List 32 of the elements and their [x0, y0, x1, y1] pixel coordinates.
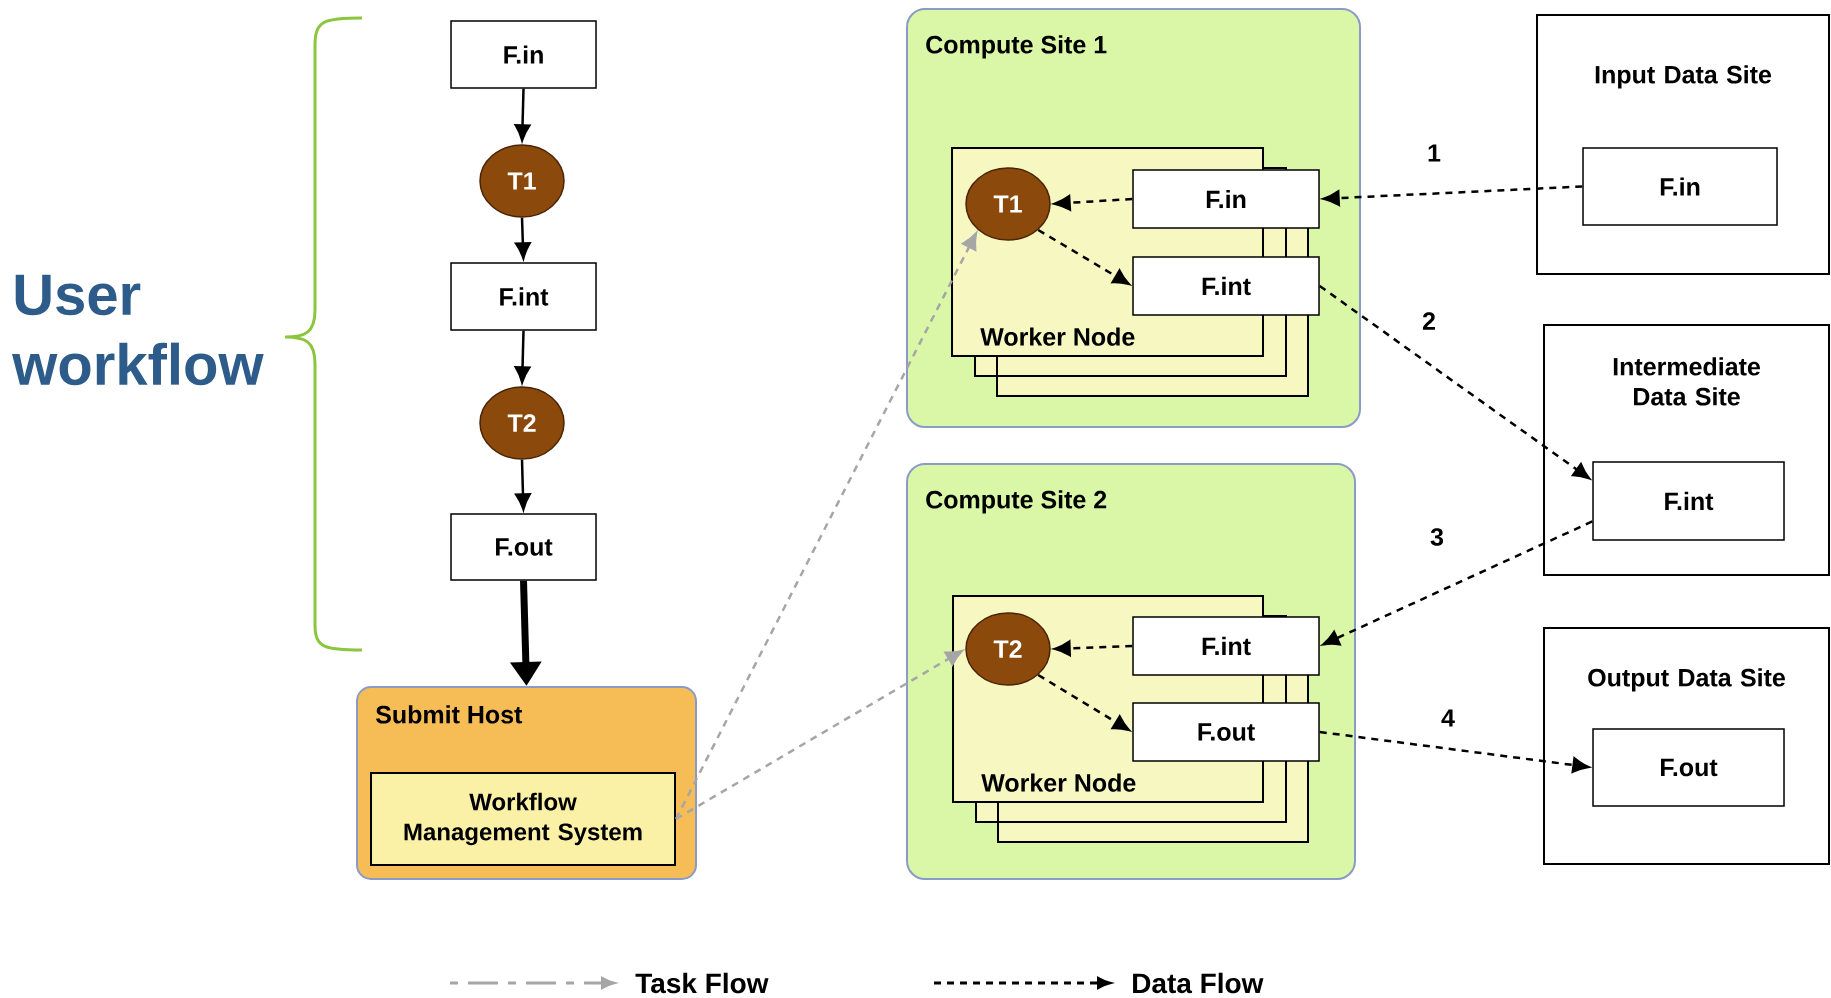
file-box: F.int	[1592, 461, 1785, 541]
edge-label: 2	[1420, 310, 1438, 332]
arrow	[514, 88, 531, 142]
system-box: Workflow Management System	[370, 772, 676, 866]
legend-label: Data Flow	[1133, 972, 1264, 994]
arrow	[1053, 640, 1133, 657]
arrow	[1319, 730, 1590, 773]
edge-label: 1	[1425, 142, 1443, 164]
file-box: F.int	[450, 262, 597, 331]
side-label: User workflow	[12, 274, 264, 386]
file-box: F.out	[1132, 702, 1320, 762]
arrow	[1037, 673, 1130, 731]
file-box: F.in	[1582, 147, 1778, 226]
arrow	[1319, 285, 1590, 480]
file-box: F.in	[450, 20, 597, 89]
arrow	[1037, 228, 1130, 285]
edge-label: 3	[1428, 526, 1446, 548]
arrow	[1322, 520, 1593, 646]
arrow	[1322, 185, 1583, 206]
arrow	[674, 232, 978, 820]
file-box: F.int	[1132, 256, 1320, 316]
arrow	[515, 459, 531, 511]
file-box: F.out	[450, 513, 597, 581]
file-box: F.in	[1132, 169, 1320, 229]
edge-label: 4	[1439, 707, 1457, 729]
file-box: F.out	[1592, 728, 1785, 807]
arrow	[1053, 195, 1133, 211]
file-box: F.int	[1132, 616, 1320, 676]
arrow	[675, 649, 963, 821]
arrow	[515, 217, 531, 260]
arrow	[514, 330, 531, 384]
legend-label: Task Flow	[635, 972, 769, 994]
